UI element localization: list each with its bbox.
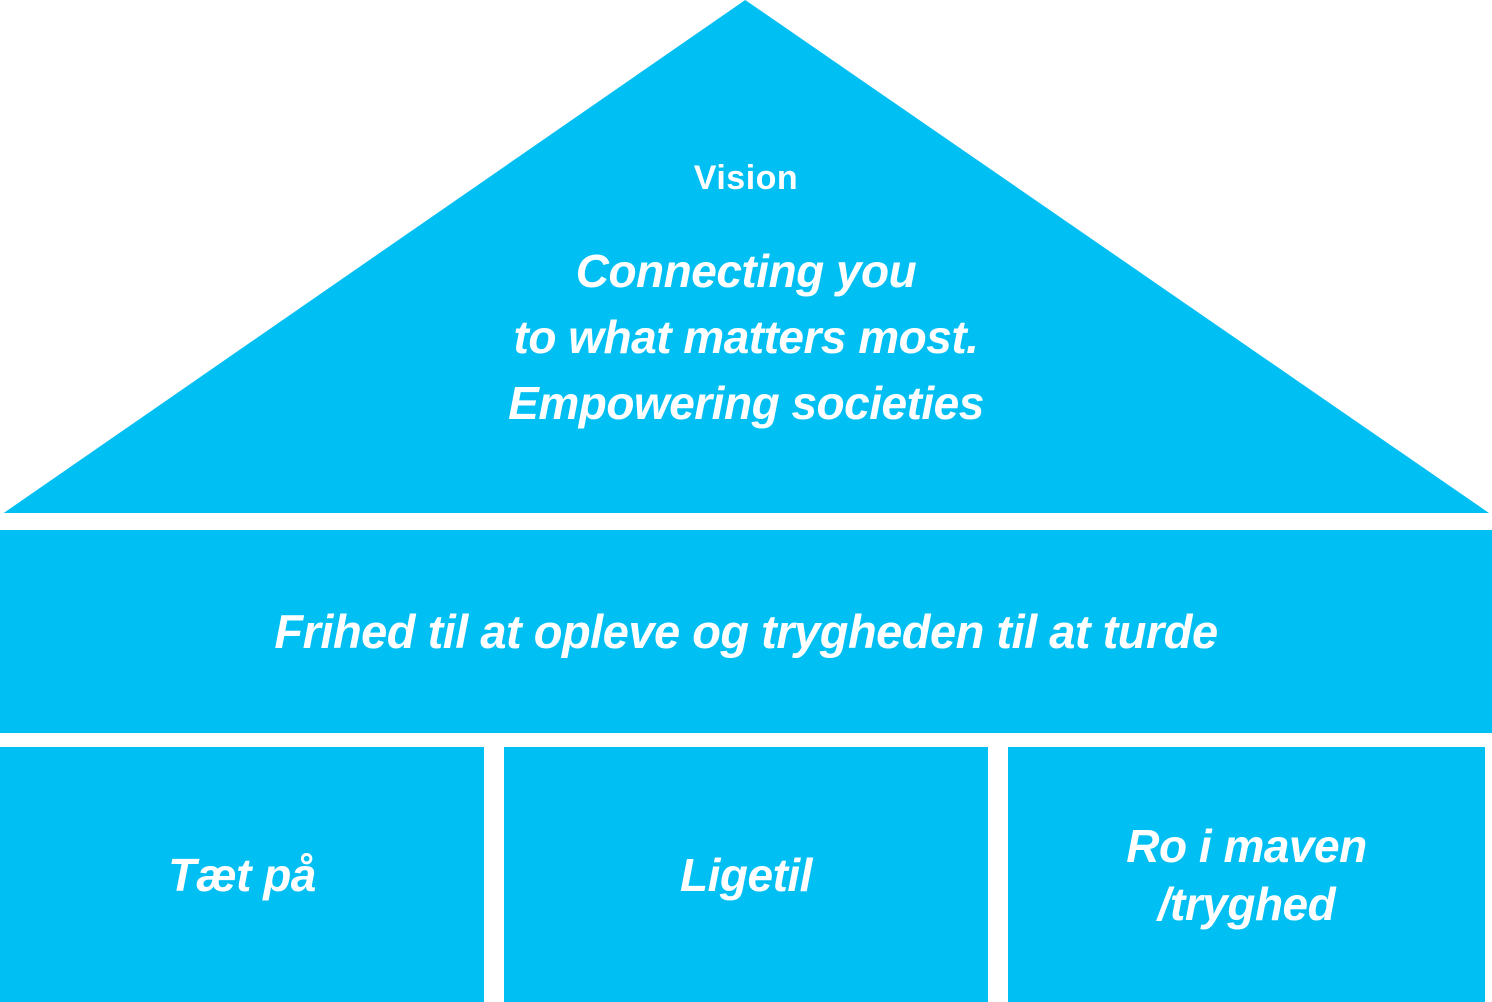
vision-statement-line-1: Connecting you xyxy=(575,245,917,297)
vision-statement-line-2: to what matters most. xyxy=(513,311,979,363)
value-box-ro-i-maven-label-line-1: Ro i maven xyxy=(1126,819,1367,872)
value-box-ro-i-maven: Ro i maven /tryghed xyxy=(1008,747,1485,1002)
value-box-taet-paa-label: Tæt på xyxy=(168,848,316,901)
value-box-ro-i-maven-label-line-2: /tryghed xyxy=(1157,877,1336,930)
value-box-ligetil: Ligetil xyxy=(504,747,988,1002)
vision-statement-line-3: Empowering societies xyxy=(508,377,984,429)
promise-bar: Frihed til at opleve og trygheden til at… xyxy=(0,530,1492,733)
vision-label: Vision xyxy=(693,159,799,197)
value-box-taet-paa: Tæt på xyxy=(0,747,484,1002)
value-box-ligetil-label: Ligetil xyxy=(680,848,812,901)
vision-triangle: Vision Connecting you to what matters mo… xyxy=(3,0,1490,513)
promise-bar-text: Frihed til at opleve og trygheden til at… xyxy=(274,605,1218,658)
vision-statement: Connecting you to what matters most. Emp… xyxy=(4,238,1489,436)
